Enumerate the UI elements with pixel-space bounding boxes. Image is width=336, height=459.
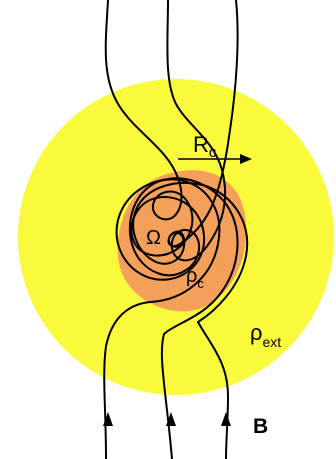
angular-velocity-label: Ω	[146, 227, 161, 249]
magnetic-field-label: B	[253, 415, 268, 438]
arrowhead-right	[221, 412, 231, 426]
